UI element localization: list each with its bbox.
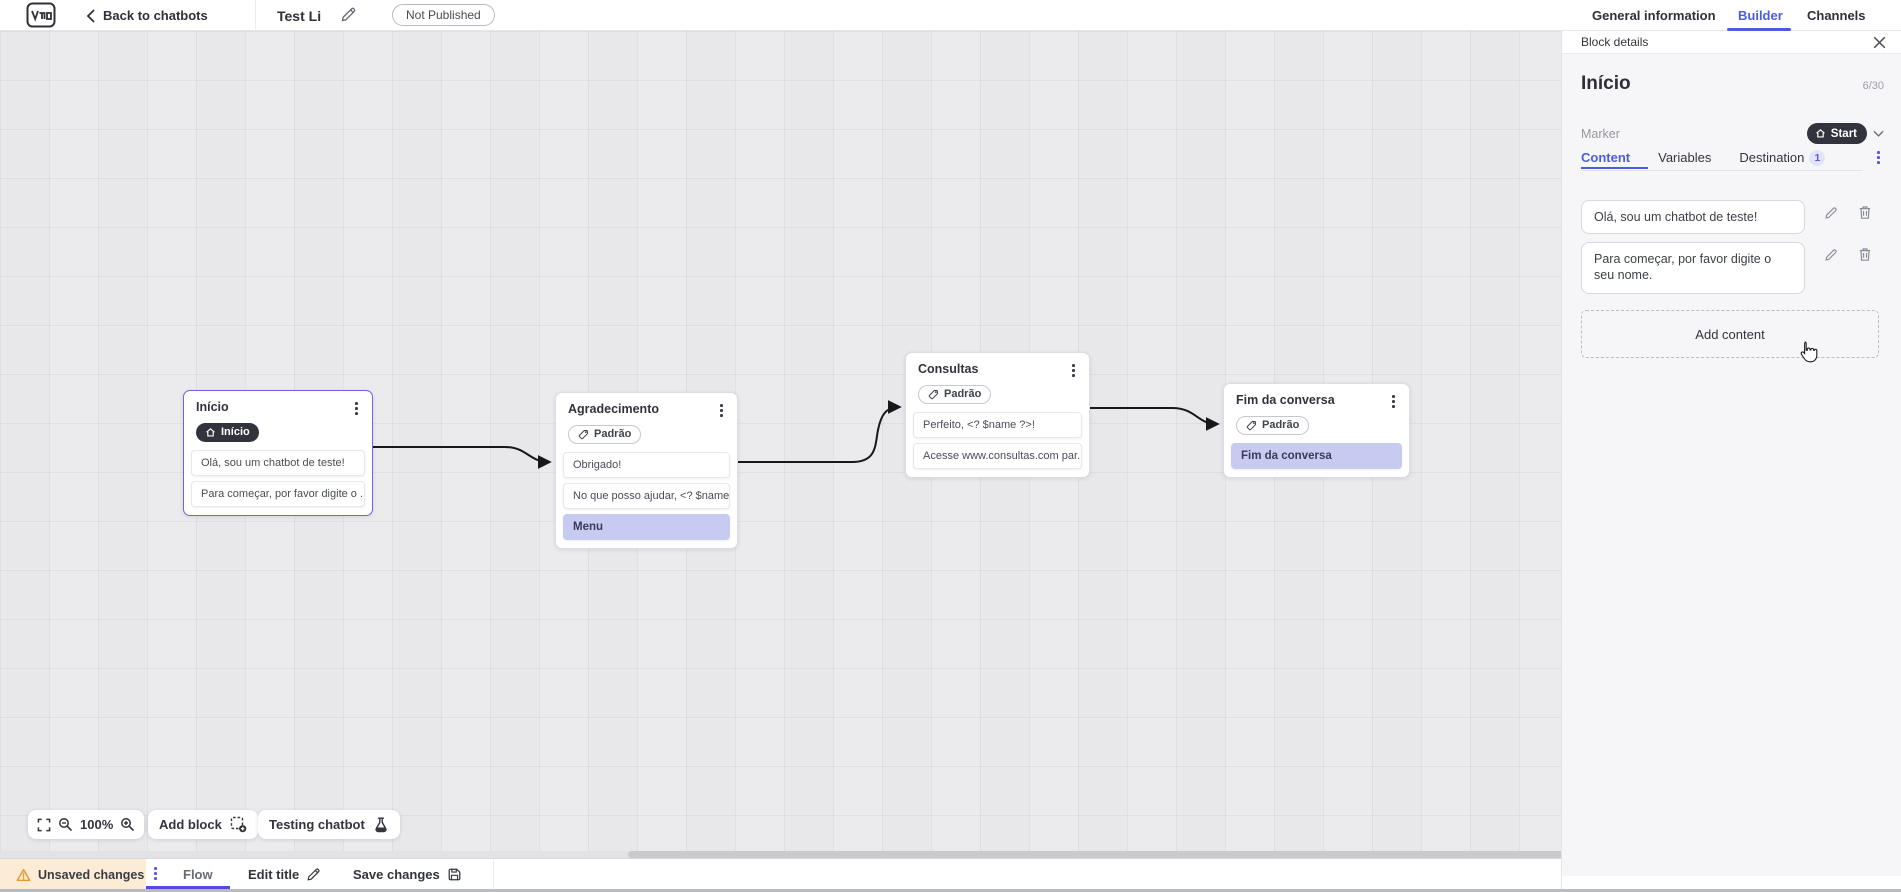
destination-count-badge: 1: [1809, 149, 1826, 166]
app-logo-icon: [26, 2, 56, 29]
block-content-row[interactable]: Perfeito, <? $name ?>!: [913, 411, 1082, 438]
block-content-row[interactable]: Olá, sou um chatbot de teste!: [191, 449, 365, 476]
start-marker-badge: Start: [1806, 123, 1867, 144]
tag-icon: [1246, 421, 1256, 431]
delete-content-icon[interactable]: [1858, 205, 1872, 220]
block-content-row[interactable]: Para começar, por favor digite o ...: [191, 480, 365, 507]
flow-block-inicio[interactable]: Início Início Olá, sou um chatbot de tes…: [183, 390, 373, 516]
chatbot-title: Test Li: [277, 7, 322, 24]
canvas-horizontal-scrollbar[interactable]: [0, 851, 1561, 858]
flask-icon: [375, 817, 387, 832]
panel-title: Block details: [1581, 35, 1649, 49]
edit-title-pencil-icon[interactable]: [340, 6, 357, 23]
block-title: Agradecimento: [568, 402, 659, 416]
zoom-out-icon[interactable]: [58, 817, 73, 832]
add-block-icon: [230, 816, 247, 833]
flow-canvas[interactable]: Início Início Olá, sou um chatbot de tes…: [0, 31, 1561, 858]
tab-builder[interactable]: Builder: [1738, 8, 1783, 23]
bottom-bar: Unsaved changes Flow Edit title Save cha…: [0, 858, 1561, 890]
block-start-badge: Início: [196, 422, 259, 442]
block-type-badge: Padrão: [918, 384, 992, 404]
pencil-icon: [307, 868, 320, 881]
content-item-text[interactable]: Olá, sou um chatbot de teste!: [1581, 200, 1805, 234]
top-bar: Back to chatbots Test Li Not Published G…: [0, 0, 1901, 31]
panel-footer: [1562, 876, 1901, 889]
save-changes-button[interactable]: Save changes: [353, 859, 462, 890]
delete-content-icon[interactable]: [1858, 247, 1872, 262]
unsaved-changes-badge: Unsaved changes: [0, 859, 146, 890]
zoom-controls: 100%: [28, 810, 145, 839]
scrollbar-thumb[interactable]: [628, 851, 1561, 858]
marker-label: Marker: [1581, 126, 1620, 141]
content-tab-underline: [1581, 167, 1648, 169]
block-menu-icon[interactable]: [716, 402, 727, 419]
publish-status-badge: Not Published: [392, 4, 495, 26]
flow-tab-underline: [146, 886, 230, 890]
flow-block-agradecimento[interactable]: Agradecimento Padrão Obrigado! No que po…: [555, 392, 738, 549]
add-block-button[interactable]: Add block: [148, 810, 258, 839]
testing-chatbot-button[interactable]: Testing chatbot: [258, 810, 400, 839]
content-item-text[interactable]: Para começar, por favor digite o seu nom…: [1581, 242, 1805, 294]
block-content-row[interactable]: Obrigado!: [563, 451, 730, 478]
close-icon[interactable]: [1873, 36, 1886, 49]
block-title: Fim da conversa: [1236, 393, 1335, 407]
name-char-counter: 6/30: [1862, 80, 1884, 92]
topbar-divider: [255, 0, 256, 31]
panel-tab-variables[interactable]: Variables: [1658, 150, 1712, 165]
unsaved-changes-label: Unsaved changes: [38, 867, 145, 882]
chevron-down-icon: [1873, 130, 1884, 137]
add-content-button[interactable]: Add content: [1581, 310, 1879, 358]
tab-channels[interactable]: Channels: [1807, 8, 1866, 23]
block-button-row[interactable]: Menu: [563, 513, 730, 540]
block-title: Consultas: [918, 362, 979, 376]
block-menu-icon[interactable]: [351, 400, 362, 417]
warning-icon: [16, 868, 31, 881]
flow-menu-icon[interactable]: [150, 865, 161, 882]
block-menu-icon[interactable]: [1068, 362, 1079, 379]
panel-tabs-border: [1581, 170, 1863, 171]
block-menu-icon[interactable]: [1388, 393, 1399, 410]
block-type-badge: Padrão: [568, 424, 642, 444]
flow-block-fim-da-conversa[interactable]: Fim da conversa Padrão Fim da conversa: [1223, 383, 1410, 478]
save-changes-label: Save changes: [353, 867, 440, 882]
edit-content-icon[interactable]: [1824, 205, 1838, 220]
add-block-label: Add block: [159, 817, 222, 832]
block-button-row[interactable]: Fim da conversa: [1231, 442, 1402, 469]
home-icon: [206, 428, 215, 437]
zoom-level: 100%: [80, 817, 114, 832]
builder-tab-underline: [1727, 28, 1791, 31]
destination-label: Destination: [1739, 150, 1805, 165]
tag-icon: [928, 390, 938, 400]
panel-menu-icon[interactable]: [1873, 149, 1884, 166]
block-type-badge: Padrão: [1236, 415, 1310, 435]
fit-view-icon[interactable]: [37, 818, 51, 832]
block-content-row[interactable]: No que posso ajudar, <? $name ...: [563, 482, 730, 509]
edit-title-button[interactable]: Edit title: [248, 859, 321, 890]
chevron-left-icon: [86, 9, 95, 22]
tab-flow[interactable]: Flow: [183, 867, 213, 882]
edit-title-label: Edit title: [248, 867, 300, 882]
block-title: Início: [196, 400, 229, 414]
block-content-row[interactable]: Acesse www.consultas.com par...: [913, 442, 1082, 469]
marker-select[interactable]: Start: [1806, 123, 1884, 144]
flow-block-consultas[interactable]: Consultas Padrão Perfeito, <? $name ?>! …: [905, 352, 1090, 478]
panel-tab-destination[interactable]: Destination 1: [1739, 149, 1826, 166]
block-name-field[interactable]: Início: [1581, 73, 1631, 94]
block-details-panel: Block details Início 6/30 Marker Start C…: [1561, 31, 1901, 892]
zoom-in-icon[interactable]: [120, 817, 135, 832]
edit-content-icon[interactable]: [1824, 247, 1838, 262]
save-icon: [448, 868, 461, 881]
tag-icon: [578, 430, 588, 440]
page-bottom-divider: [0, 889, 1901, 892]
panel-tab-content[interactable]: Content: [1581, 150, 1631, 165]
bottombar-divider: [493, 859, 494, 890]
back-to-chatbots-button[interactable]: Back to chatbots: [86, 0, 208, 31]
back-to-chatbots-label: Back to chatbots: [103, 8, 208, 23]
home-icon: [1815, 129, 1825, 138]
tab-general-information[interactable]: General information: [1592, 8, 1716, 23]
testing-chatbot-label: Testing chatbot: [269, 817, 365, 832]
